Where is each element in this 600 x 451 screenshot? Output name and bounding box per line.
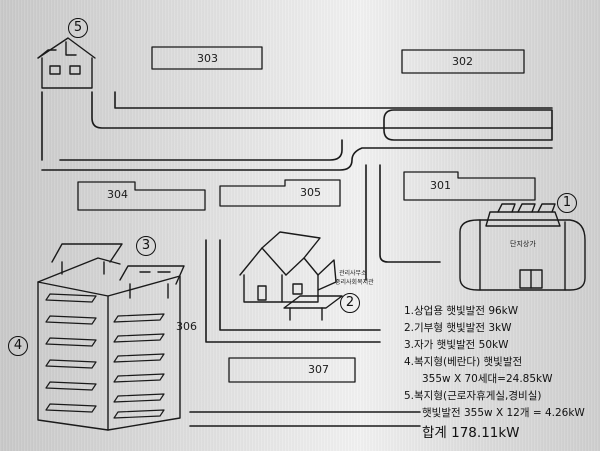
office-label-line1: 관리사무소 [339,270,367,277]
roads [41,91,553,427]
building-307-label: 307 [308,363,329,376]
legend-item-5: 5.복지형(근로자휴게실,경비실) [404,390,542,402]
marker-4: 4 [8,336,28,356]
marker-1: 1 [557,193,577,213]
legend-item-3: 3.자가 햇빛발전 50kW [404,339,509,351]
building-305-label: 305 [300,186,321,199]
building-303-label: 303 [197,52,218,65]
building-304-label: 304 [107,188,128,201]
legend-item-5-detail: 햇빛발전 355w X 12개 = 4.26kW [422,407,585,419]
marker-3: 3 [136,236,156,256]
office-drawing [239,231,343,321]
shopping-mall-label: 단지상가 [510,240,536,248]
capacity-legend: 1.상업용 햇빛발전 96kW 2.기부형 햇빛발전 3kW 3.자가 햇빛발전… [404,303,594,442]
shopping-mall-drawing [459,203,586,291]
legend-item-4: 4.복지형(베란다) 햇빛발전 [404,356,523,368]
apartment-306-drawing [37,243,185,431]
building-306-label: 306 [176,320,197,333]
legend-item-2: 2.기부형 햇빛발전 3kW [404,322,512,334]
office-label-line2: 중리사회복지관 [335,279,374,286]
legend-item-1: 1.상업용 햇빛발전 96kW [404,305,519,317]
building-302-label: 302 [452,55,473,68]
building-301-label: 301 [430,179,451,192]
marker-5: 5 [68,18,88,38]
house-5-drawing [37,37,96,89]
apartment-panels [45,293,165,419]
legend-total: 합계 178.11kW [422,425,520,441]
marker-2: 2 [340,293,360,313]
building-outlines [77,46,536,383]
legend-item-4-detail: 355w X 70세대=24.85kW [422,373,553,385]
